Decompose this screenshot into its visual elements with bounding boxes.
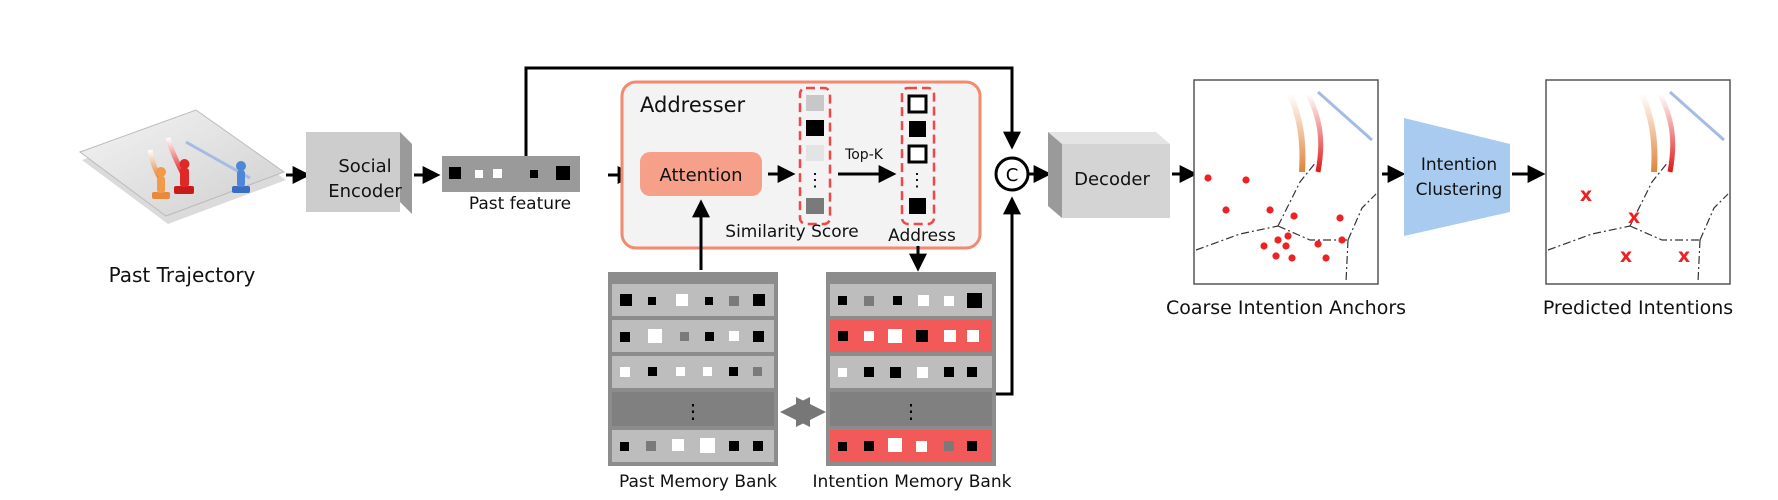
intention-marker-3: x <box>1620 245 1632 267</box>
agent-icon-blue <box>232 161 250 193</box>
similarity-score-vector: ⋮ <box>798 86 832 226</box>
similarity-ellipsis: ⋮ <box>806 170 824 190</box>
attention-label: Attention <box>659 165 742 186</box>
intention-clustering-label-line2: Clustering <box>1416 180 1503 200</box>
address-ellipsis: ⋮ <box>908 170 926 190</box>
predicted-intentions-label: Predicted Intentions <box>1543 297 1733 319</box>
decoder-label: Decoder <box>1074 169 1150 190</box>
intention-marker-2: x <box>1628 206 1640 228</box>
addresser-title: Addresser <box>640 93 746 117</box>
address-vector: ⋮ <box>900 86 936 226</box>
concat-symbol: C <box>1006 165 1019 186</box>
past-feature-label: Past feature <box>469 194 571 214</box>
past-memory-ellipsis: ⋮ <box>683 401 703 423</box>
past-memory-bank: ⋮ <box>608 272 778 466</box>
predicted-intentions-panel: x x x x <box>1545 79 1731 285</box>
similarity-score-label: Similarity Score <box>725 222 858 242</box>
intention-marker-4: x <box>1678 245 1690 267</box>
intention-clustering-label-line1: Intention <box>1421 155 1497 175</box>
agent-icon-red <box>174 159 194 194</box>
intention-memory-ellipsis: ⋮ <box>901 401 921 423</box>
coarse-intention-anchors-panel <box>1193 79 1379 285</box>
decoder-block <box>1048 132 1170 218</box>
intention-clustering-block <box>1404 118 1510 236</box>
concat-circle-icon: C <box>994 156 1030 192</box>
social-encoder <box>306 132 412 214</box>
past-memory-bank-label: Past Memory Bank <box>619 472 777 492</box>
address-label: Address <box>888 226 956 246</box>
intention-marker-1: x <box>1580 184 1592 206</box>
past-trajectory-label: Past Trajectory <box>109 263 256 287</box>
top-k-label: Top-K <box>844 147 884 163</box>
agent-icon-orange <box>152 167 170 199</box>
intention-memory-bank-label: Intention Memory Bank <box>813 472 1012 492</box>
past-feature-vector <box>442 156 596 192</box>
social-encoder-label-line2: Encoder <box>328 181 402 202</box>
intention-memory-bank: ⋮ <box>826 272 996 466</box>
attention-block <box>640 152 762 196</box>
coarse-intention-anchors-label: Coarse Intention Anchors <box>1166 297 1406 319</box>
social-encoder-label-line1: Social <box>338 156 391 177</box>
